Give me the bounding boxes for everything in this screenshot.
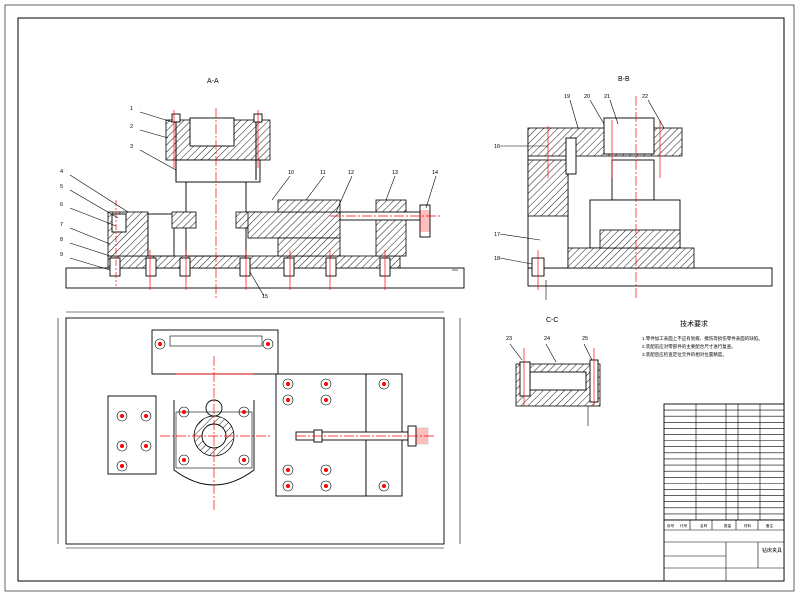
callout-5: 5 (60, 184, 63, 190)
callout-12: 12 (348, 170, 354, 176)
callout-24: 24 (544, 336, 550, 342)
callout-19: 19 (564, 94, 570, 100)
callout-9: 9 (60, 252, 63, 258)
callout-13: 13 (392, 170, 398, 176)
callout-18: 18 (494, 256, 500, 262)
section-a-label: A-A (207, 78, 219, 85)
callout-17: 17 (494, 232, 500, 238)
parts-list (663, 403, 785, 521)
plan-view (57, 311, 461, 549)
header-cell-5: 备注 (766, 523, 774, 528)
header-cell-4: 材料 (744, 523, 752, 528)
callout-8: 8 (60, 237, 63, 243)
header-cell-2: 名称 (700, 523, 708, 528)
callout-2: 2 (130, 124, 133, 130)
outer-border (4, 4, 795, 592)
callout-10: 10 (288, 170, 294, 176)
notes-line-2: 2.装配前应对零部件的主要配合尺寸进行复查。 (642, 343, 736, 350)
title-block: 钻床夹具 序号 代号 名称 数量 材料 备注 (663, 519, 785, 582)
header-cell-3: 数量 (724, 523, 732, 528)
header-cell-1: 代号 (680, 523, 688, 528)
callout-11: 11 (320, 170, 326, 176)
callout-23: 23 (506, 336, 512, 342)
section-c-label: C-C (546, 317, 558, 324)
parts-list-header: 序号 代号 名称 数量 材料 备注 (667, 523, 774, 528)
callout-3: 3 (130, 144, 133, 150)
notes-line-3: 3.装配后应检查定位元件的相对位置精度。 (642, 351, 727, 358)
callout-20: 20 (584, 94, 590, 100)
drawing-title: 钻床夹具 (762, 547, 782, 554)
callout-4: 4 (60, 169, 63, 175)
callout-22: 22 (642, 94, 648, 100)
notes-line-1: 1.零件加工表面上不应有划痕、擦伤等损伤零件表面的缺陷。 (642, 335, 763, 342)
section-view-c: C-C (509, 317, 601, 426)
callout-1: 1 (130, 106, 133, 112)
callout-16: 16 (494, 144, 500, 150)
callout-25: 25 (582, 336, 588, 342)
technical-notes: 技术要求 1.零件加工表面上不应有划痕、擦伤等损伤零件表面的缺陷。 2.装配前应… (642, 319, 763, 358)
notes-title: 技术要求 (680, 319, 708, 328)
plan-bolt-holes (116, 338, 390, 492)
callout-6: 6 (60, 202, 63, 208)
callout-14: 14 (432, 170, 438, 176)
callout-21: 21 (604, 94, 610, 100)
callout-7: 7 (60, 222, 63, 228)
section-view-b: B-B (499, 76, 773, 300)
section-b-label: B-B (618, 76, 630, 83)
callout-15: 15 (262, 294, 268, 300)
inner-border (17, 17, 785, 582)
section-view-a: A-A (65, 78, 465, 298)
header-cell-0: 序号 (667, 523, 675, 528)
